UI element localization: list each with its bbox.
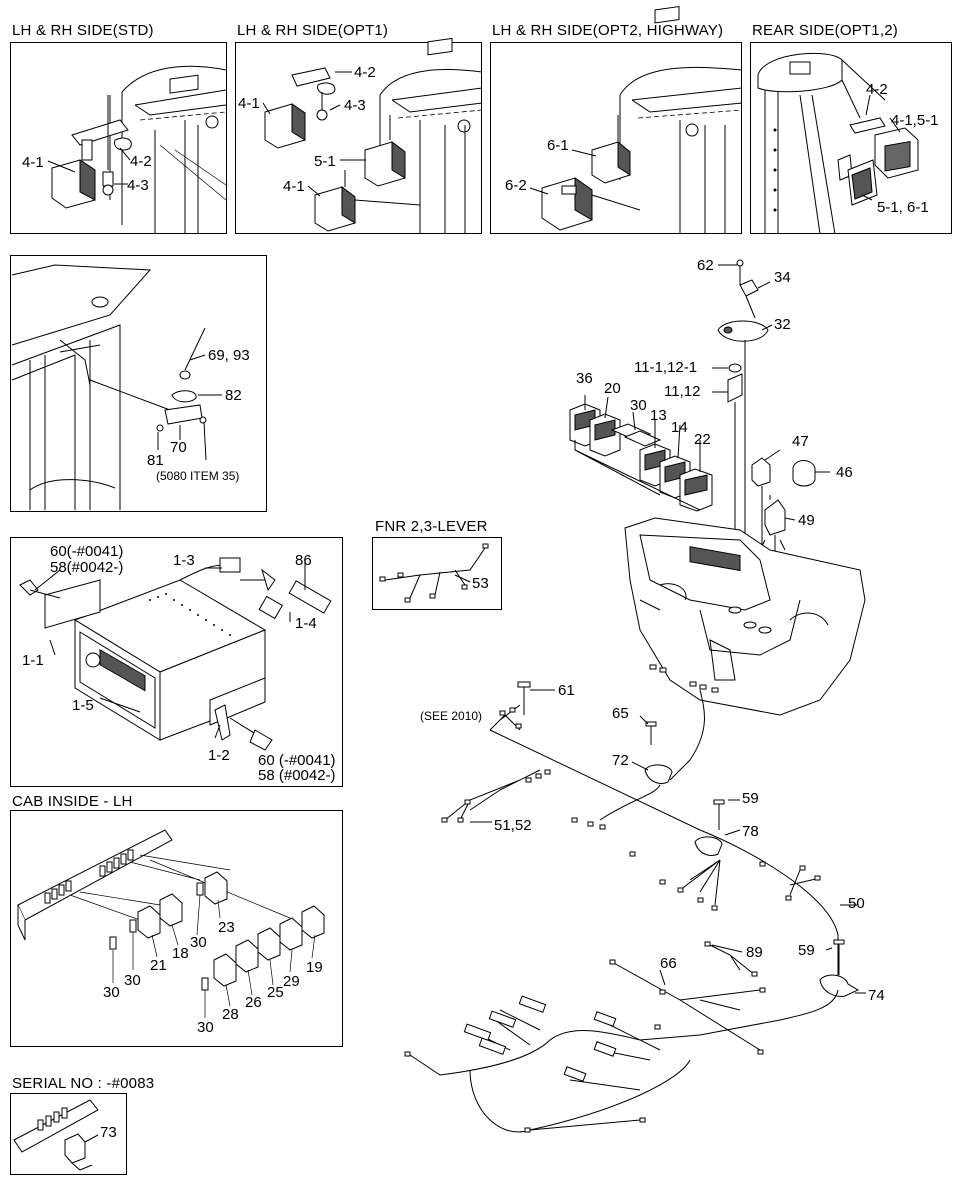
radio-drawing: [19, 557, 332, 751]
callout-main-50: 50: [848, 895, 865, 912]
callout-std-4-1: 4-1: [22, 154, 44, 171]
callout-main-32: 32: [774, 316, 791, 333]
callout-cab-18: 18: [172, 945, 189, 962]
callout-cab-30d: 30: [197, 1019, 214, 1036]
callout-cab-21: 21: [150, 957, 167, 974]
callout-main-46: 46: [836, 464, 853, 481]
callout-main-11-12: 11,12: [664, 383, 700, 400]
callout-main-13: 13: [650, 407, 667, 424]
callout-opt1-4-2: 4-2: [354, 64, 376, 81]
callout-radio-58a: 58(#0042-): [50, 559, 123, 576]
callout-opt1-4-1b: 4-1: [283, 178, 305, 195]
callout-main-30: 30: [630, 397, 647, 414]
callout-main-59a: 59: [742, 790, 759, 807]
callout-main-78: 78: [742, 823, 759, 840]
opt1-drawing: [264, 37, 483, 234]
callout-ant-70: 70: [170, 439, 187, 456]
callout-main-51-52: 51,52: [494, 817, 532, 834]
callout-radio-1-2: 1-2: [208, 747, 230, 764]
callout-radio-60b: 60 (-#0041): [258, 752, 336, 769]
callout-cab-23: 23: [218, 919, 235, 936]
callout-rear-4-1-5-1: 4-1,5-1: [891, 112, 939, 129]
callout-cab-19: 19: [306, 959, 323, 976]
callout-ant-82: 82: [225, 387, 242, 404]
callout-main-61: 61: [558, 682, 575, 699]
callout-serial-73: 73: [100, 1124, 117, 1141]
callout-radio-1-5: 1-5: [72, 697, 94, 714]
callout-cab-28: 28: [222, 1006, 239, 1023]
panel-title-rear: REAR SIDE(OPT1,2): [752, 22, 898, 39]
callout-rear-4-2: 4-2: [866, 81, 888, 98]
fnr-callouts: 53: [454, 574, 489, 592]
antenna-callouts: 69, 93 82 70 81 (5080 ITEM 35): [147, 347, 250, 483]
main-drawing: [404, 259, 866, 1133]
callout-ant-81: 81: [147, 452, 164, 469]
callout-rear-5-1-6-1: 5-1, 6-1: [877, 199, 929, 216]
panel-title-opt2: LH & RH SIDE(OPT2, HIGHWAY): [492, 22, 724, 39]
rear-callouts: 4-2 4-1,5-1 5-1, 6-1: [861, 81, 939, 216]
callout-std-4-2: 4-2: [130, 153, 152, 170]
callout-radio-58b: 58 (#0042-): [258, 767, 336, 784]
panel-title-opt1: LH & RH SIDE(OPT1): [237, 22, 389, 39]
callout-main-see-2010: (SEE 2010): [420, 709, 482, 723]
std-drawing: [51, 65, 227, 234]
callout-fnr-53: 53: [472, 575, 489, 592]
callout-main-66: 66: [660, 955, 677, 972]
callout-main-74: 74: [868, 987, 885, 1004]
std-callouts: 4-1 4-2 4-3: [22, 147, 152, 194]
callout-main-11-1-12-1: 11-1,12-1: [634, 359, 697, 376]
callout-opt1-4-3: 4-3: [344, 97, 366, 114]
callout-radio-1-4: 1-4: [295, 615, 317, 632]
opt2-drawing: [541, 6, 743, 234]
callout-opt1-5-1: 5-1: [314, 153, 336, 170]
callout-ant-69-93: 69, 93: [208, 347, 250, 364]
opt2-callouts: 6-1 6-2: [505, 137, 597, 195]
cab-callouts: 23 30 18 21 30 30 19 29 25 26 28 30: [103, 894, 323, 1036]
callout-cab-30b: 30: [124, 972, 141, 989]
callout-radio-60a: 60(-#0041): [50, 543, 123, 560]
opt1-callouts: 4-2 4-1 4-3 5-1 4-1: [238, 64, 376, 197]
antenna-drawing: [11, 264, 207, 510]
serial-drawing: [13, 1099, 99, 1171]
rear-drawing: [757, 52, 919, 235]
callout-main-49: 49: [798, 512, 815, 529]
callout-main-47: 47: [792, 433, 809, 450]
callout-opt2-6-1: 6-1: [547, 137, 569, 154]
callout-main-89: 89: [746, 944, 763, 961]
callout-main-65: 65: [612, 705, 629, 722]
callout-main-34: 34: [774, 269, 791, 286]
callout-cab-25: 25: [267, 984, 284, 1001]
main-callouts: 62 34 32 11-1,12-1 11,12 36 20 30 13 14 …: [420, 257, 885, 1004]
callout-cab-26: 26: [245, 994, 262, 1011]
callout-radio-1-1: 1-1: [22, 652, 44, 669]
callout-main-59b: 59: [798, 942, 815, 959]
radio-callouts: 60(-#0041) 58(#0042-) 1-3 86 1-4 1-1 1-5…: [22, 543, 336, 784]
callout-ant-note: (5080 ITEM 35): [156, 469, 239, 483]
callout-main-20: 20: [604, 380, 621, 397]
panel-title-cab: CAB INSIDE - LH: [12, 793, 133, 810]
callout-cab-30c: 30: [103, 984, 120, 1001]
panel-title-std: LH & RH SIDE(STD): [12, 22, 154, 39]
callout-std-4-3: 4-3: [127, 177, 149, 194]
callout-radio-1-3: 1-3: [173, 552, 195, 569]
callout-main-62: 62: [697, 257, 714, 274]
panel-std: [10, 42, 227, 234]
panel-title-serial: SERIAL NO : -#0083: [12, 1075, 155, 1092]
callout-cab-30a: 30: [190, 934, 207, 951]
panel-title-fnr: FNR 2,3-LEVER: [375, 518, 488, 535]
callout-main-36: 36: [576, 370, 593, 387]
callout-radio-86: 86: [295, 552, 312, 569]
panel-antenna: [10, 255, 267, 512]
panel-opt2: [490, 42, 742, 234]
fnr-drawing: [379, 543, 489, 603]
callout-main-72: 72: [612, 752, 629, 769]
cab-drawing: [17, 829, 325, 991]
callout-opt2-6-2: 6-2: [505, 177, 527, 194]
callout-opt1-4-1a: 4-1: [238, 95, 260, 112]
callout-main-22: 22: [694, 431, 711, 448]
callout-main-14: 14: [671, 419, 688, 436]
callout-cab-29: 29: [283, 973, 300, 990]
